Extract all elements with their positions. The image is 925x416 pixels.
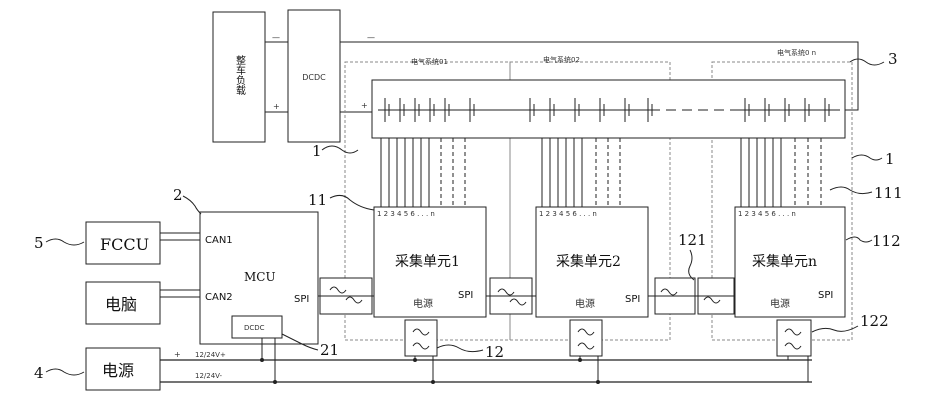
vehicle-load-label: 整车负载 [234,54,246,96]
ref-11: 11 [308,191,327,209]
ref-2: 2 [173,186,183,204]
power-isolator-1 [405,320,437,356]
system-label-n: 电气系统0 n [777,48,816,57]
unitn-spi: SPI [818,290,833,301]
unitn-label: 采集单元n [752,253,817,270]
system-label-1: 电气系统01 [411,57,448,66]
power-isolator-n [777,320,811,356]
mcu-can2: CAN2 [205,292,233,303]
leader-112 [846,237,872,242]
unit1-spi: SPI [458,290,473,301]
mcu-dcdc-label: DCDC [244,324,265,332]
ref-121: 121 [678,231,707,249]
ref-1-right: 1 [885,150,895,168]
load-plus: + [273,102,280,111]
load-minus: — [272,33,280,42]
unit1-power: 电源 [413,297,433,310]
bus-plus-sign: + [174,350,181,359]
bus-plus-label: 12/24V+ [195,351,226,359]
unit2-power: 电源 [575,297,595,310]
spi-isolator-1 [318,278,374,314]
ref-21: 21 [320,341,339,359]
leader-3 [850,59,884,65]
unit2-label: 采集单元2 [556,253,621,270]
leader-12 [437,345,483,352]
ref-5: 5 [34,234,44,252]
ref-112: 112 [872,232,901,250]
leader-2 [183,196,201,214]
leader-11 [330,195,374,210]
pack-plus-label: + [361,101,368,110]
mcu-label: MCU [244,270,276,284]
unit2-spi: SPI [625,294,640,305]
sense-wires [381,138,821,207]
unit1-label: 采集单元1 [395,253,460,270]
leader-121 [689,250,694,280]
mcu-spi: SPI [294,294,309,305]
leader-1-right [852,155,882,160]
spi-isolator-2 [486,278,536,314]
leader-122 [812,326,858,332]
fccu-label: FCCU [100,235,149,254]
unit1-channels: 1 2 3 4 5 6 . . . n [377,210,435,218]
power-label: 电源 [102,361,134,380]
pack-minus-label: — [367,33,375,42]
power-isolator-2 [570,320,602,356]
dcdc-top-label: DCDC [302,73,326,82]
battery-string [372,80,845,138]
unitn-channels: 1 2 3 4 5 6 . . . n [738,210,796,218]
pc-label: 电脑 [105,295,137,314]
system-label-2: 电气系统02 [543,55,580,64]
leader-1-left [322,146,358,153]
leader-4 [46,369,84,375]
ref-3: 3 [888,50,898,68]
leader-111 [830,187,872,194]
leader-5 [46,239,84,245]
unitn-power: 电源 [770,297,790,310]
bus-minus-label: 12/24V- [195,372,223,380]
bus-junctions [260,358,600,384]
ref-111: 111 [874,184,903,202]
can-lines [160,233,200,297]
spi-isolator-3 [648,278,700,314]
ref-1-left: 1 [312,142,322,160]
ref-122: 122 [860,312,889,330]
ref-12: 12 [485,343,504,361]
spi-isolator-4 [696,278,735,314]
ref-4: 4 [34,364,44,382]
mcu-can1: CAN1 [205,235,233,246]
unit2-channels: 1 2 3 4 5 6 . . . n [539,210,597,218]
